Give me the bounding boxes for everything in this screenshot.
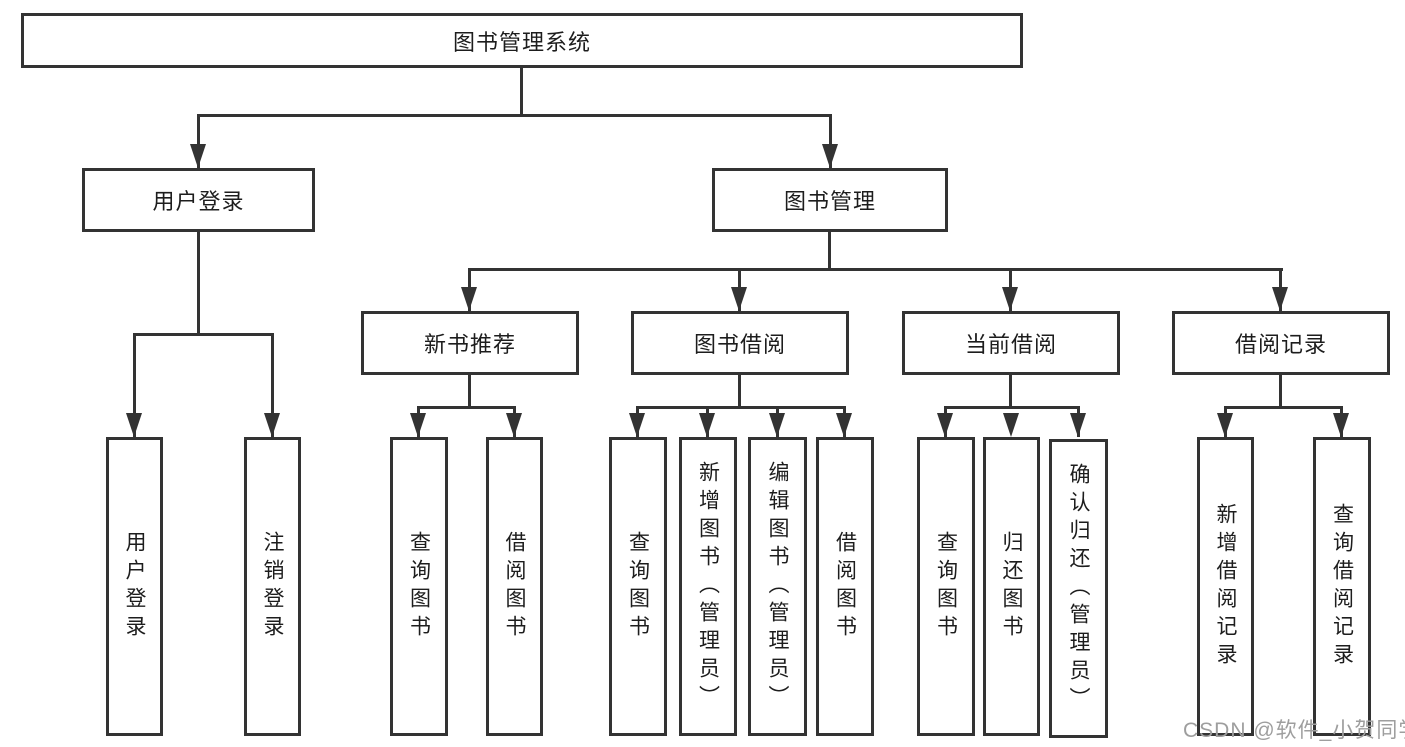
node-library-management-system: 图书管理系统 [21, 13, 1023, 68]
arrowhead-down-icon [1272, 287, 1288, 311]
connector-line [197, 114, 200, 168]
node-leaf-return-books: 归还图书 [983, 437, 1040, 736]
arrowhead-down-icon [1217, 413, 1233, 437]
connector-line [417, 406, 516, 409]
node-label: 图书借阅 [693, 332, 786, 357]
connector-line [1009, 375, 1012, 409]
connector-line [738, 375, 741, 409]
connector-line [468, 268, 1283, 271]
arrowhead-down-icon [506, 413, 522, 437]
node-borrowing-records: 借阅记录 [1172, 311, 1390, 375]
node-leaf-user-login: 用户登录 [106, 437, 163, 736]
connector-line [197, 114, 832, 117]
node-leaf-query-books-current: 查询图书 [917, 437, 975, 736]
node-label: 图书管理系统 [452, 29, 591, 55]
connector-line [133, 333, 274, 336]
node-book-borrowing: 图书借阅 [631, 311, 849, 375]
node-leaf-add-borrow-record: 新增借阅记录 [1197, 437, 1254, 736]
node-label: 借阅图书 [833, 530, 857, 643]
arrowhead-down-icon [264, 413, 280, 437]
connector-line [944, 406, 1080, 409]
node-leaf-borrow-books-borrowing: 借阅图书 [816, 437, 874, 736]
connector-line [520, 68, 523, 116]
connector-line [133, 333, 136, 437]
node-label: 借阅图书 [503, 530, 527, 643]
node-leaf-confirm-return-admin: 确认归还（管理员） [1049, 439, 1108, 738]
arrowhead-down-icon [769, 413, 785, 437]
arrowhead-down-icon [836, 413, 852, 437]
arrowhead-down-icon [1333, 413, 1349, 437]
node-label: 用户登录 [152, 189, 245, 214]
node-new-book-recommendation: 新书推荐 [361, 311, 579, 375]
node-leaf-borrow-books-recommend: 借阅图书 [486, 437, 543, 736]
arrowhead-down-icon [699, 413, 715, 437]
arrowhead-down-icon [1002, 287, 1018, 311]
node-label: 用户登录 [123, 530, 147, 643]
arrowhead-down-icon [822, 144, 838, 168]
node-label: 查询借阅记录 [1330, 502, 1354, 671]
node-label: 当前借阅 [964, 332, 1057, 357]
connector-line [829, 114, 832, 168]
node-label: 新书推荐 [423, 332, 516, 357]
node-label: 借阅记录 [1234, 332, 1327, 357]
connector-line [468, 375, 471, 409]
connector-line [271, 333, 274, 437]
node-label: 注销登录 [261, 530, 285, 643]
arrowhead-down-icon [629, 413, 645, 437]
arrowhead-down-icon [1003, 413, 1019, 437]
node-label: 归还图书 [1000, 530, 1024, 643]
connector-line [197, 232, 200, 336]
node-label: 查询图书 [934, 530, 958, 643]
arrowhead-down-icon [937, 413, 953, 437]
node-leaf-add-books-admin: 新增图书（管理员） [679, 437, 737, 736]
arrowhead-down-icon [126, 413, 142, 437]
arrowhead-down-icon [731, 287, 747, 311]
arrowhead-down-icon [461, 287, 477, 311]
node-current-borrowing: 当前借阅 [902, 311, 1120, 375]
connector-line [1224, 406, 1343, 409]
node-label: 编辑图书（管理员） [766, 460, 790, 713]
arrowhead-down-icon [190, 144, 206, 168]
node-user-login: 用户登录 [82, 168, 315, 232]
node-leaf-query-borrow-record: 查询借阅记录 [1313, 437, 1371, 736]
arrowhead-down-icon [1070, 413, 1086, 437]
node-leaf-query-books-recommend: 查询图书 [390, 437, 448, 736]
node-label: 新增借阅记录 [1214, 502, 1238, 671]
node-label: 查询图书 [626, 530, 650, 643]
node-label: 确认归还（管理员） [1067, 462, 1091, 715]
node-leaf-edit-books-admin: 编辑图书（管理员） [748, 437, 807, 736]
arrowhead-down-icon [410, 413, 426, 437]
node-leaf-query-books-borrowing: 查询图书 [609, 437, 667, 736]
connector-line [828, 232, 831, 271]
node-leaf-logout: 注销登录 [244, 437, 301, 736]
connector-line [636, 406, 846, 409]
node-label: 查询图书 [407, 530, 431, 643]
node-label: 图书管理 [783, 189, 876, 214]
connector-line [1279, 375, 1282, 409]
node-book-management: 图书管理 [712, 168, 948, 232]
node-label: 新增图书（管理员） [696, 460, 720, 713]
watermark: CSDN @软件_小贺同学 [1183, 719, 1405, 742]
